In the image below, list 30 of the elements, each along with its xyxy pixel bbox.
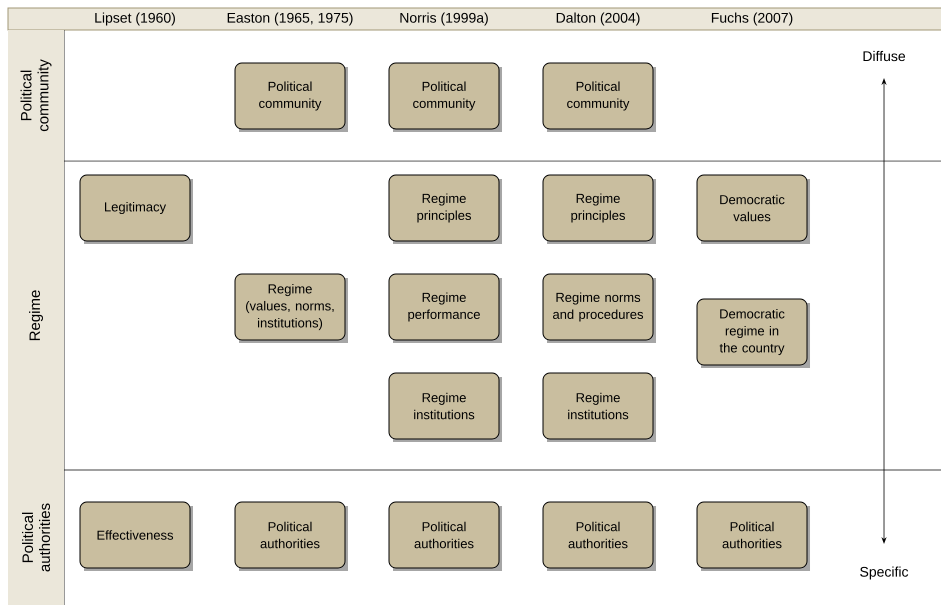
node-label: Political community xyxy=(20,59,52,132)
rounded-box: Regime principles xyxy=(542,174,656,244)
scale-label: Diffuse xyxy=(864,50,906,62)
column-header: Lipset (1960) xyxy=(95,12,175,26)
column-header: Easton (1965, 1975) xyxy=(228,12,353,26)
column-header: Fuchs (2007) xyxy=(712,12,792,26)
rounded-box: Regime institutions xyxy=(388,372,502,442)
scale-label: Specific xyxy=(860,566,908,580)
rounded-box: Legitimacy xyxy=(80,174,193,244)
column-header: Dalton (2004) xyxy=(556,12,640,26)
rounded-box: Regime institutions xyxy=(542,372,656,442)
rounded-box: Political authorities xyxy=(542,502,656,571)
rounded-box: Political community xyxy=(388,62,502,132)
rounded-box: Political authorities xyxy=(696,502,810,571)
rounded-box: Regime (values, norms, institutions) xyxy=(234,274,348,343)
rounded-box: Effectiveness xyxy=(80,502,193,571)
rounded-box: Democratic values xyxy=(696,174,810,244)
node-label: Regime xyxy=(29,290,43,340)
rounded-box: Political community xyxy=(234,62,348,132)
row-header-band: Political community xyxy=(8,30,64,161)
rounded-box: Regime norms and procedures xyxy=(542,274,656,343)
rounded-box: Regime performance xyxy=(388,274,502,343)
column-header: Norris (1999a) xyxy=(400,12,488,26)
rounded-box: Regime principles xyxy=(388,174,502,244)
rounded-box: Democratic regime in the country xyxy=(696,298,810,368)
rounded-box: Political authorities xyxy=(234,502,348,571)
rounded-box: Political authorities xyxy=(388,502,502,571)
rounded-box: Political community xyxy=(542,62,656,132)
node-label: Political authorities xyxy=(22,503,50,572)
row-header-band: Political authorities xyxy=(8,470,64,605)
